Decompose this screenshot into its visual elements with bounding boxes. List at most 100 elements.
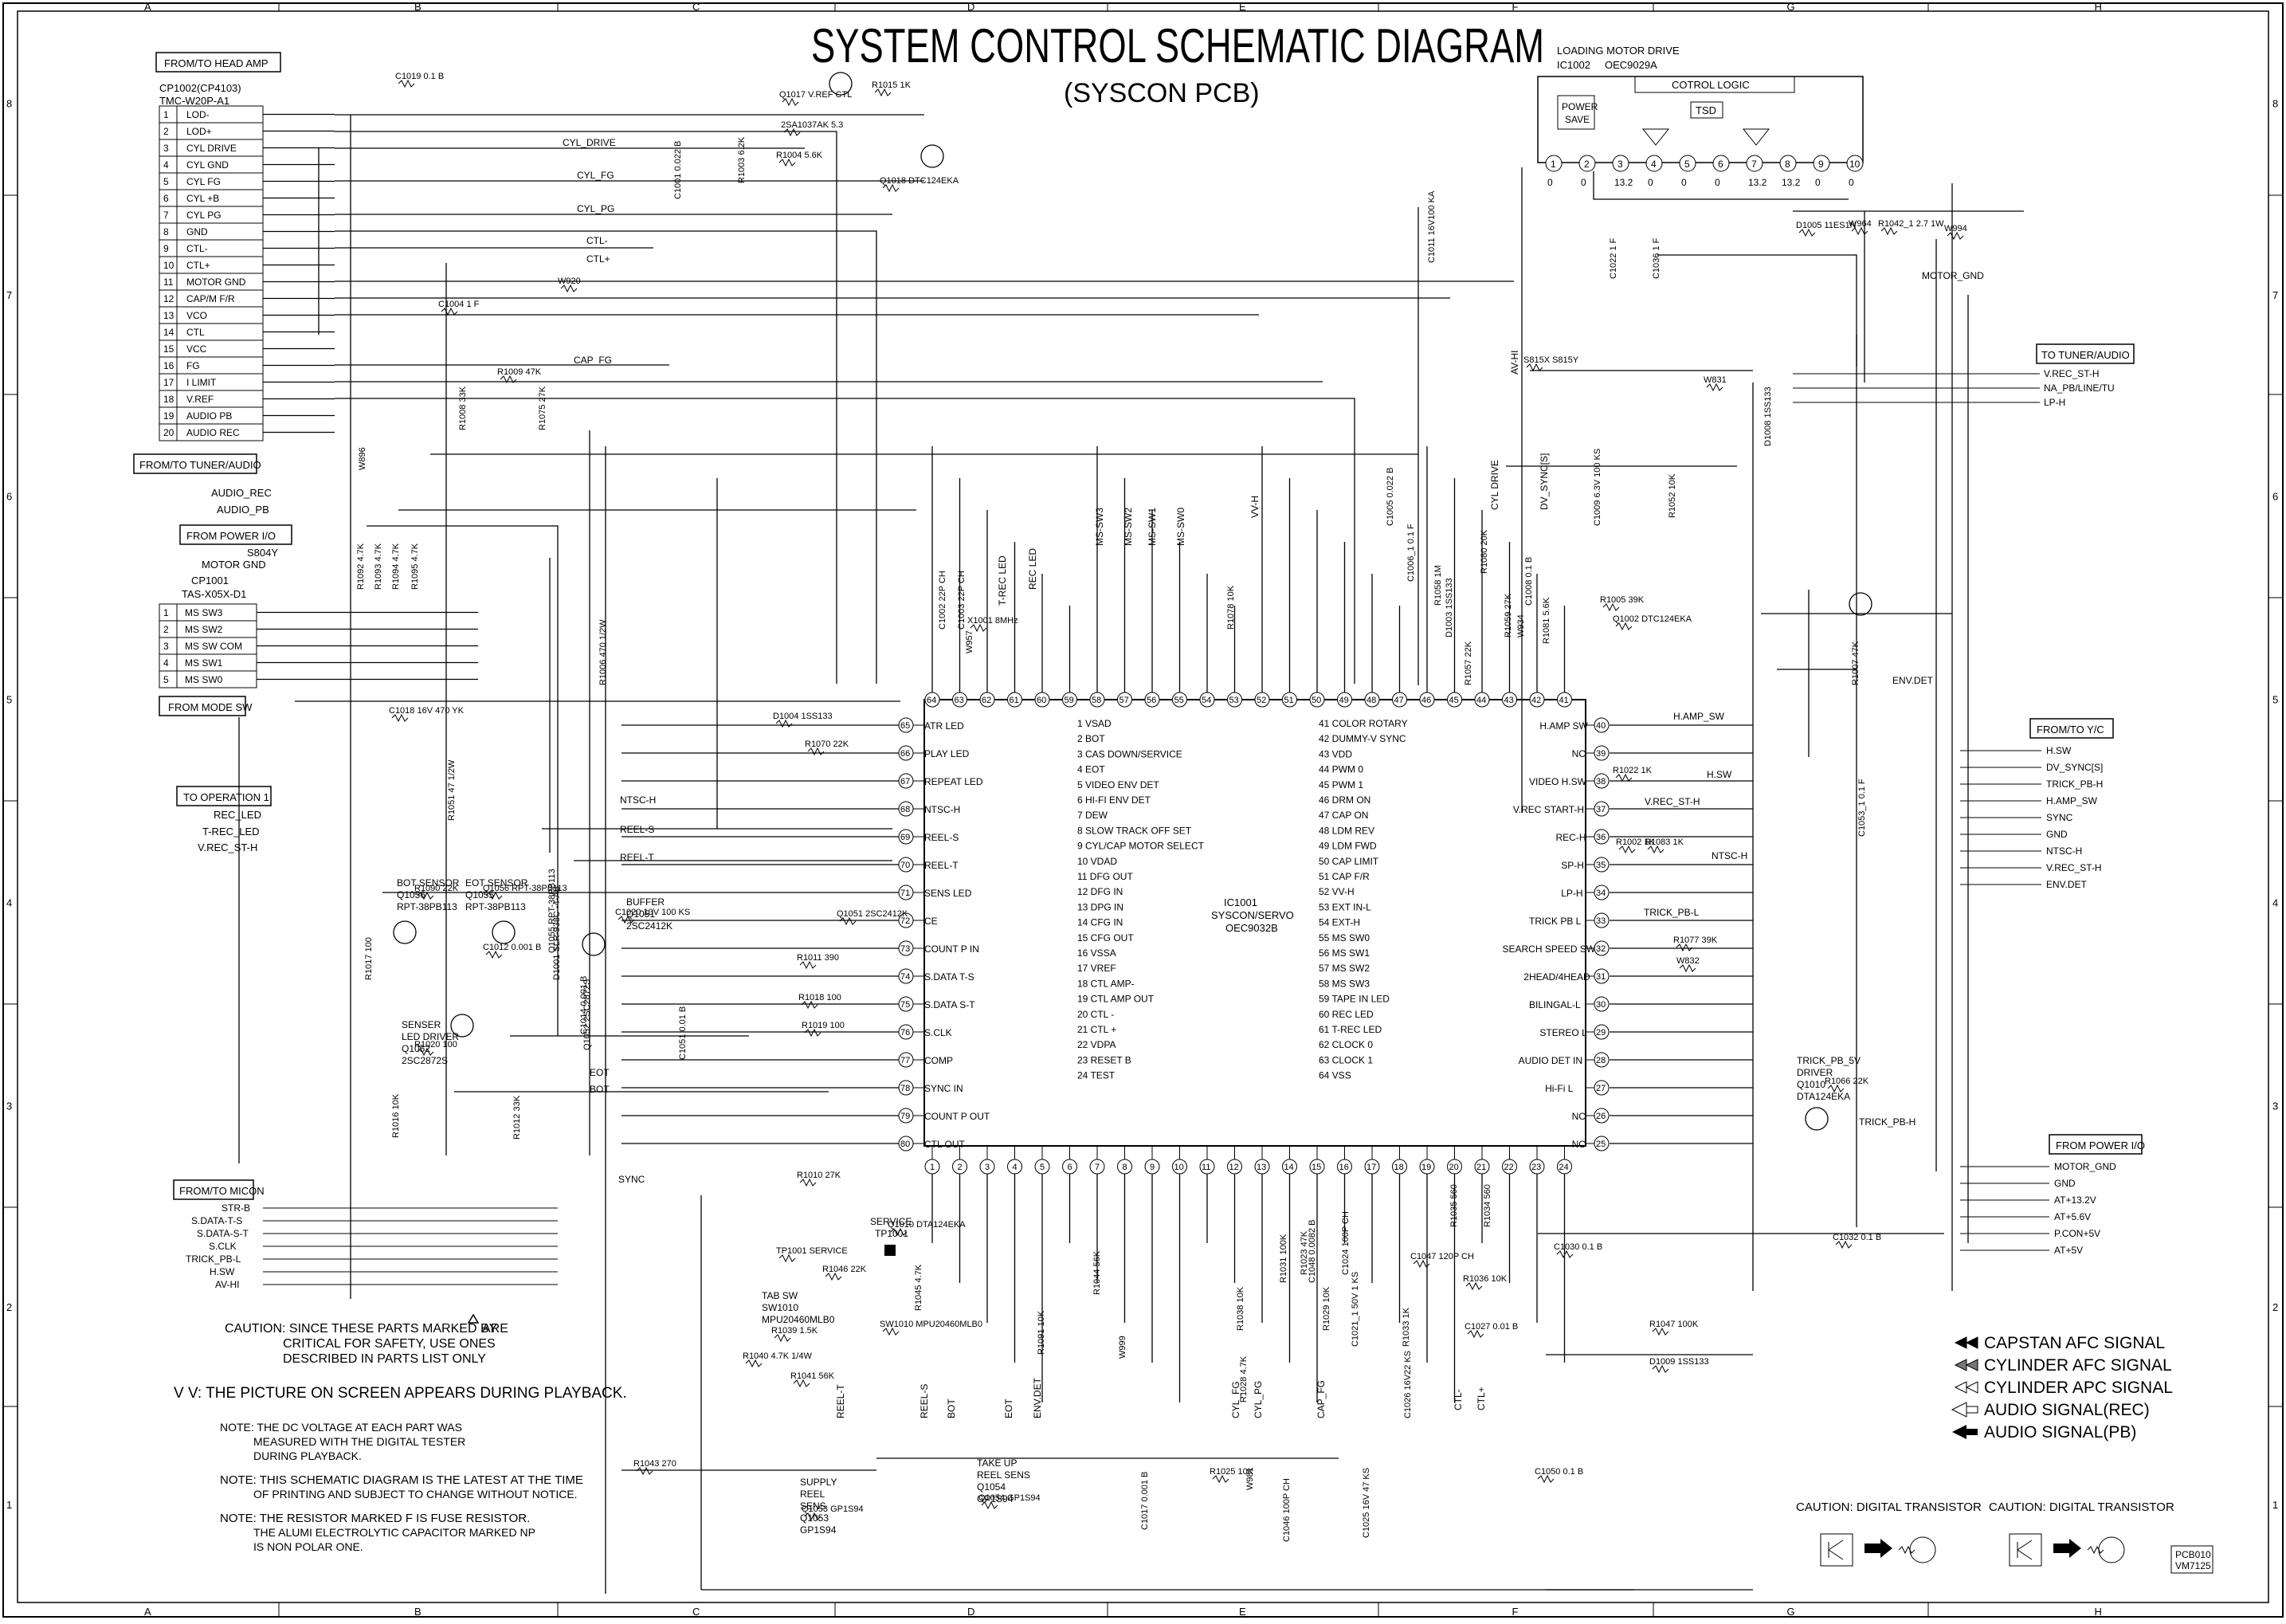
net-label: REC LED: [1027, 548, 1038, 590]
component-label: Q1010 DTA124EKA: [888, 1220, 966, 1230]
net-label: DV_SYNC[S]: [1539, 453, 1550, 510]
notes-block: CAUTION: SINCE THESE PARTS MARKED BY ARE…: [174, 1313, 627, 1553]
component-label: S815X S815Y: [1523, 355, 1579, 365]
grid-row-right: 8: [2272, 98, 2278, 110]
cp1001-pin-name: MS SW0: [185, 674, 223, 685]
component-glyph: [778, 158, 796, 167]
component-glyph: [1413, 1259, 1430, 1269]
afc-signal-arrow-icon: [1954, 1359, 1967, 1371]
ic1001-right-pin: [1594, 745, 1610, 761]
grid-col-top: D: [967, 1, 974, 13]
notes-list: NOTE: THE DC VOLTAGE AT EACH PART WASMEA…: [220, 1421, 583, 1553]
sensor-label-tab: MPU20460MLB0: [762, 1314, 835, 1325]
ic1001-left-pin-name: PLAY LED: [924, 748, 970, 759]
note-line: OF PRINTING AND SUBJECT TO CHANGE WITHOU…: [253, 1488, 578, 1500]
ic1001-right-pin-num: 27: [1596, 1084, 1606, 1093]
cp1002-pin-num: 3: [163, 143, 169, 154]
ic1001-top-pin-num: 57: [1119, 696, 1129, 705]
legend-label: CYLINDER AFC SIGNAL: [1984, 1356, 2172, 1375]
ic1001-left-pin-name: CE: [924, 916, 938, 927]
component-label: C1008 0.1 B: [1524, 557, 1534, 606]
ic1001-left-pin-name: SYNC IN: [924, 1083, 963, 1094]
cp1001-pin-num: 3: [163, 641, 169, 652]
ic1001-function-right: 57 MS SW2: [1319, 963, 1370, 974]
note-line: IS NON POLAR ONE.: [253, 1540, 363, 1553]
grid-row-right: 6: [2272, 491, 2278, 503]
tuner-audio-left-label: FROM/TO TUNER/AUDIO: [139, 459, 261, 471]
ic1002-pin-voltage: 0: [1648, 177, 1653, 188]
component-label: R1083 1K: [1645, 837, 1684, 847]
ic1002-pin-num: 3: [1617, 159, 1623, 170]
ic1001-left-pin-num: 72: [900, 916, 910, 926]
net-label: REEL-T: [835, 1384, 846, 1418]
ic1001-function-right: 52 VV-H: [1319, 886, 1355, 897]
component-glyph: [783, 127, 801, 137]
net-label: CTL-: [586, 235, 608, 246]
grid-row-right: 1: [2272, 1499, 2278, 1511]
component-label: C1027 0.01 B: [1465, 1322, 1518, 1332]
sensor-label-trick: DRIVER: [1797, 1067, 1833, 1078]
ic1002-pin-circle: [1578, 155, 1596, 172]
ic1001-function-left: 8 SLOW TRACK OFF SET: [1077, 825, 1192, 836]
cp1001-pin-name: MS SW2: [185, 624, 223, 635]
power-signal: MOTOR_GND: [2054, 1161, 2116, 1172]
cp1002-pin-name: V.REF: [186, 394, 214, 405]
component-glyph: [1851, 226, 1868, 236]
ic1002-ref: IC1002: [1557, 59, 1590, 71]
component-label: R1012 33K: [512, 1095, 522, 1140]
afc-signal-arrow-icon: [1965, 1381, 1978, 1394]
micon-signal: AV-HI: [215, 1279, 239, 1290]
cp1002-pin-num: 16: [163, 360, 174, 371]
component-label: R1040 4.7K 1/4W: [743, 1351, 812, 1361]
component-label: R1031 100K: [1279, 1234, 1288, 1283]
component-label: R1045 4.7K: [914, 1264, 923, 1311]
cp1002-pin-num: 1: [163, 109, 169, 120]
component-label: C1025 16V 47 KS: [1362, 1468, 1371, 1538]
ic1001-right-pin-num: 34: [1596, 888, 1606, 898]
component-label: R1029 10K: [1322, 1286, 1331, 1331]
component-glyph: [799, 960, 817, 970]
ic1001-right-pin-num: 35: [1596, 861, 1606, 870]
ic1001-function-right: 43 VDD: [1319, 748, 1352, 759]
component-label: R1043 270: [633, 1459, 676, 1469]
ic1001-left-pin-name: S.CLK: [924, 1027, 952, 1038]
legend-label: CAPSTAN AFC SIGNAL: [1984, 1334, 2165, 1352]
component-glyph: [441, 307, 458, 316]
ic1002-pin-voltage: 0: [1681, 177, 1687, 188]
wiring-layer: [238, 114, 2024, 1594]
ic1001-bottom-pin-num: 10: [1174, 1163, 1184, 1172]
component-glyph: [618, 915, 635, 924]
component-label: C1018 16V 470 YK: [389, 706, 465, 716]
component-label: R1081 5.6K: [1542, 597, 1551, 644]
cp1002-pin-name: LOD+: [186, 126, 212, 137]
cp1002-pin-num: 5: [163, 176, 169, 187]
sensor-label-senser: SENSER: [402, 1019, 441, 1030]
net-label: MS-SW0: [1175, 508, 1186, 546]
wire: [1593, 171, 1849, 200]
ic1001-right-pin-num: 25: [1596, 1140, 1606, 1149]
net-label: TRICK_PB-H: [1859, 1116, 1915, 1128]
component-label: R1090 22K: [414, 884, 459, 893]
ic1001-bottom-pin-num: 8: [1123, 1163, 1127, 1172]
ic1001-right-pin-name: Hi-Fi L: [1545, 1083, 1574, 1094]
ic1001-left-pin-num: 75: [900, 1000, 910, 1010]
net-label: CTL-: [1453, 1389, 1464, 1410]
service-test-point-icon: [884, 1245, 896, 1256]
net-label: AV-HI: [1509, 351, 1520, 375]
net-label: CTL+: [1476, 1387, 1487, 1410]
ic1002-loading-motor-driver: LOADING MOTOR DRIVE IC1002 OEC9029A COTR…: [1537, 45, 1864, 188]
ic1001-bottom-pin-num: 11: [1202, 1163, 1210, 1172]
cp1002-pin-name: VCO: [186, 310, 207, 321]
net-label: BOT: [946, 1398, 957, 1418]
ic1002-pin-circle: [1746, 155, 1763, 172]
net-label: MS-SW2: [1123, 508, 1134, 546]
ic1001-bottom-pin-num: 24: [1559, 1163, 1569, 1172]
net-label: REEL-T: [620, 852, 654, 863]
ic1001-right-pin-name: V.REC START-H: [1513, 804, 1584, 815]
grid-row-left: 3: [6, 1100, 12, 1112]
component-label: Q1018 DTC124EKA: [880, 176, 959, 186]
